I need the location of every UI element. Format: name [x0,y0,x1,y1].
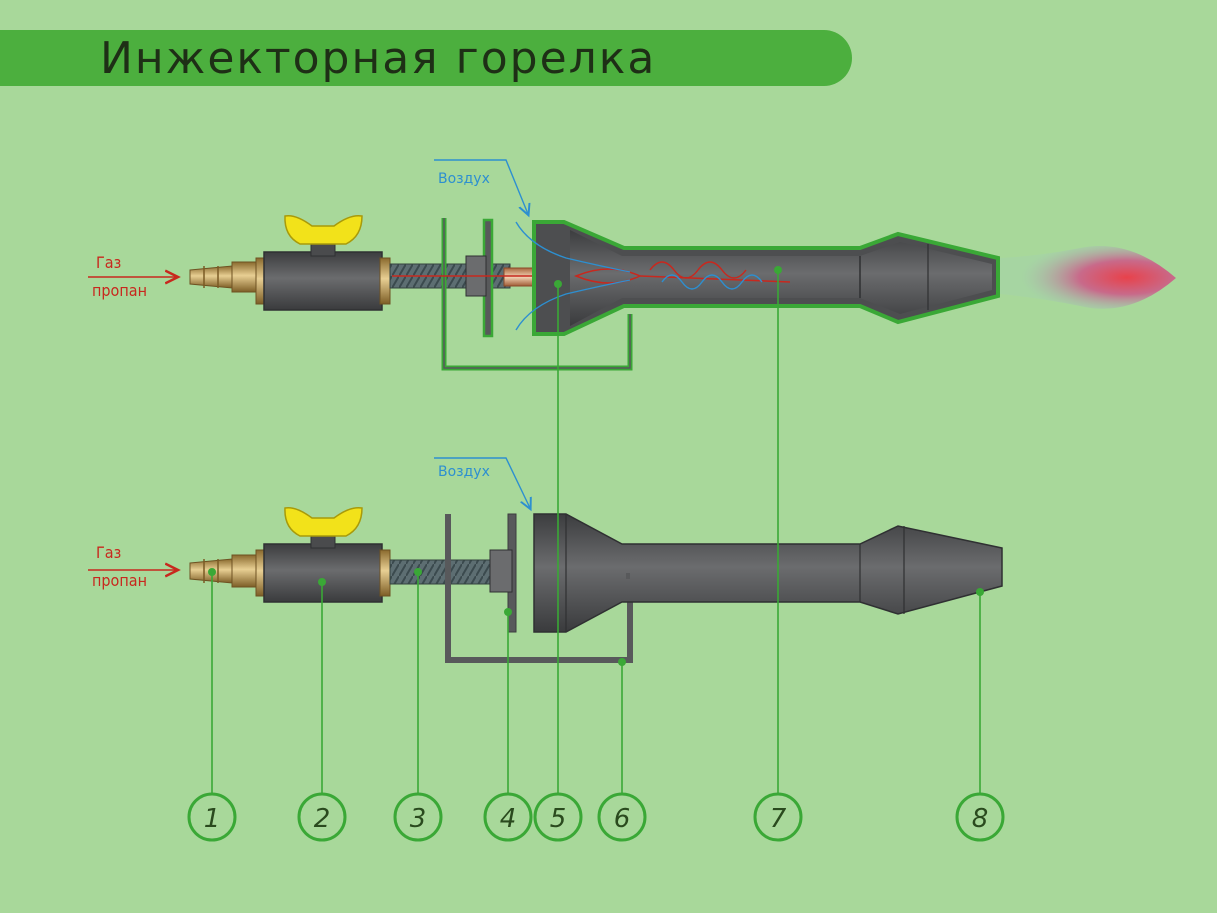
gas-label-bottom-line1: Газ [96,543,121,562]
callout-5: 5 [533,792,583,842]
callout-8: 8 [955,792,1005,842]
air-label-top: Воздух [438,171,490,187]
hose-fitting-bottom [189,554,257,588]
callout-3: 3 [393,792,443,842]
callout-6: 6 [597,792,647,842]
valve-top [255,214,391,311]
air-label-bottom: Воздух [438,464,490,480]
svg-text:6: 6 [614,804,631,834]
gas-label-top-line2: пропан [92,281,147,300]
nut-bottom [489,549,513,593]
callout-dots [208,266,984,666]
svg-text:2: 2 [314,804,331,834]
valve-handle-icon [284,214,363,245]
valve-handle-icon [284,506,363,537]
flame-icon [1000,246,1176,309]
callout-4: 4 [483,792,533,842]
svg-text:1: 1 [204,804,221,834]
svg-text:3: 3 [410,804,427,834]
title-band: Инжекторная горелка [0,30,852,86]
burner-cutaway: Газ пропан [88,159,1176,371]
callout-2: 2 [297,792,347,842]
bracket-bottom [445,514,633,663]
gas-label-top-line1: Газ [96,253,121,272]
callout-1: 1 [187,792,237,842]
callout-7: 7 [753,792,803,842]
burner-tube-bottom [533,513,1003,633]
callouts [211,270,981,794]
svg-text:7: 7 [770,804,787,834]
svg-text:8: 8 [972,804,989,834]
hose-fitting-top [189,261,257,293]
gas-label-bottom-line2: пропан [92,571,147,590]
valve-bottom [255,506,391,603]
burner-exterior: Газ пропан Воздух [88,457,1003,663]
page-title: Инжекторная горелка [100,33,657,84]
svg-text:5: 5 [550,804,567,834]
svg-text:4: 4 [500,804,517,834]
